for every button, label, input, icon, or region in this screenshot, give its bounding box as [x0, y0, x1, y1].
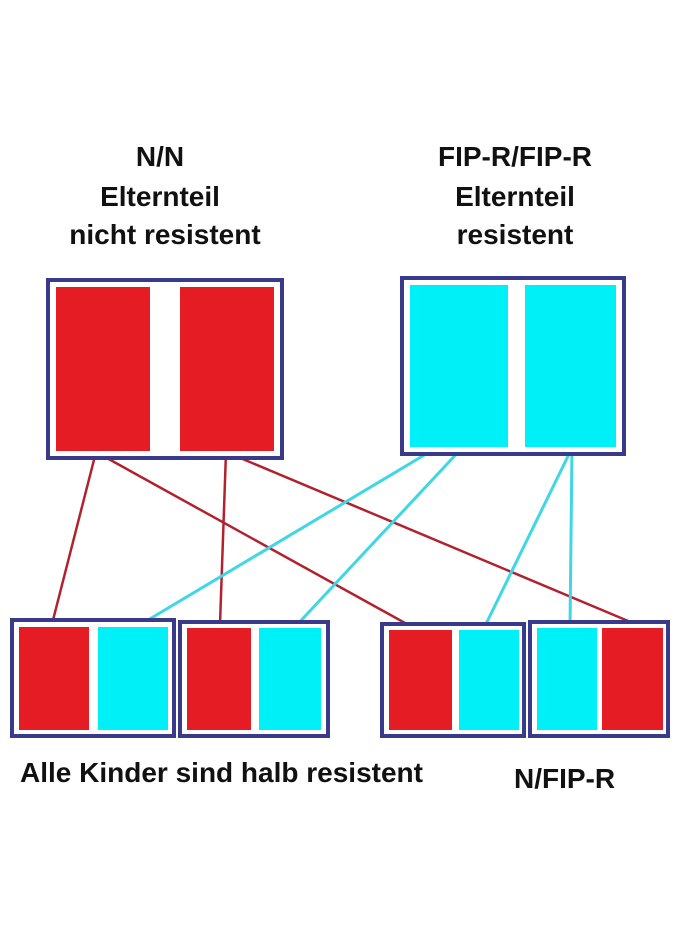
child-box-3 [380, 622, 526, 738]
line-red-a-to-child3 [95, 450, 415, 630]
child-box-1 [10, 618, 176, 738]
child-2-allele-a [187, 628, 251, 730]
line-cyan-a-to-child1 [137, 446, 437, 628]
child-3-allele-a [389, 630, 452, 730]
child-3-allele-b [459, 630, 519, 730]
line-cyan-b-to-child3 [482, 447, 574, 629]
children-caption: Alle Kinder sind halb resistent [20, 757, 423, 788]
child-4-allele-a [537, 628, 597, 730]
parent-2-allele-b [525, 285, 616, 447]
line-cyan-b-to-child4 [568, 447, 574, 629]
child-box-2 [178, 620, 330, 738]
parent-1-allele-a [56, 287, 150, 451]
parent-2-status: resistent [456, 219, 574, 250]
child-4-allele-b [602, 628, 663, 730]
line-cyan-a-to-child2 [292, 446, 464, 630]
parent-2-allele-a [410, 285, 508, 447]
line-red-b-to-child2 [218, 451, 228, 625]
parent-box-1 [46, 278, 284, 460]
parent-box-2 [400, 276, 626, 456]
child-1-allele-b [98, 627, 168, 730]
child-box-4 [528, 620, 670, 738]
child-2-allele-b [259, 628, 321, 730]
parent-1-allele-b [180, 287, 274, 451]
child-genotype-label: N/FIP-R [514, 763, 616, 794]
parent-2-role: Elternteil [455, 181, 575, 212]
red-allele-lines [50, 450, 641, 630]
line-red-a-to-child1 [50, 451, 98, 625]
parent-1-status: nicht resistent [69, 219, 261, 250]
parent-2-genotype: FIP-R/FIP-R [438, 141, 592, 172]
child-1-allele-a [19, 627, 89, 730]
parent-1-role: Elternteil [100, 181, 220, 212]
cyan-allele-lines [137, 446, 574, 630]
parent-1-genotype: N/N [135, 141, 185, 172]
